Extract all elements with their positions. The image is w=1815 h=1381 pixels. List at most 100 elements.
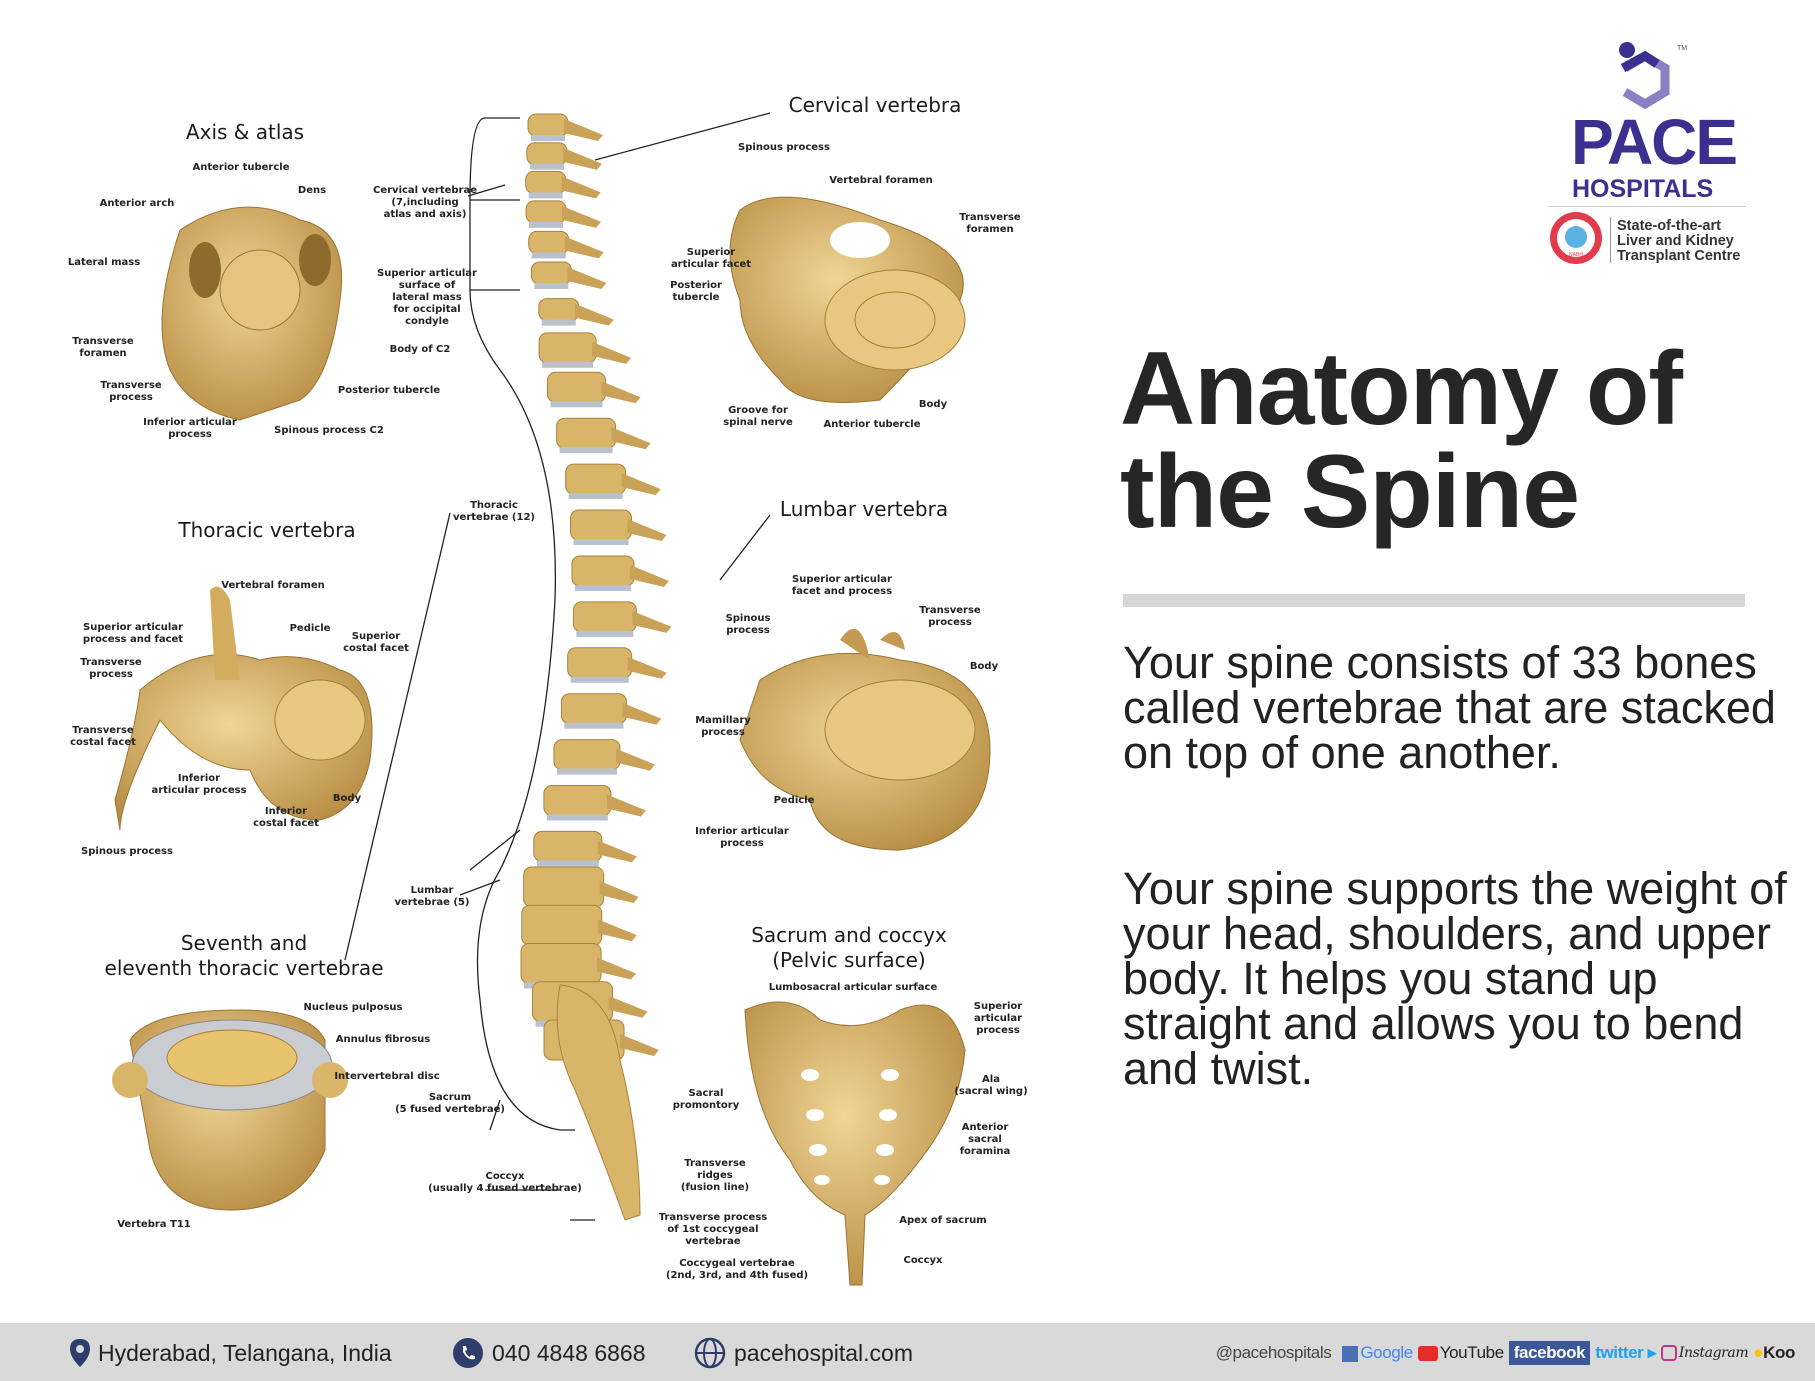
label-axis: Posterior tubercle: [337, 385, 441, 396]
footer-website[interactable]: pacehospital.com: [694, 1337, 913, 1369]
label-thoracic: Body: [332, 793, 362, 804]
intervertebral-disc: [559, 447, 613, 454]
title-sacrum-coccyx: Sacrum and coccyx (Pelvic surface): [751, 923, 947, 972]
vertebra: [547, 371, 607, 403]
label-axis: Anterior arch: [99, 198, 175, 209]
vertebra: [520, 942, 602, 984]
vertebra: [533, 830, 603, 862]
label-cervical: Superior articular facet: [670, 247, 752, 270]
label-lumbar: Inferior articular process: [695, 826, 789, 849]
title-line-1: Anatomy of: [1120, 331, 1683, 447]
label-axis: Transverse foramen: [72, 336, 134, 359]
logo-divider: [1548, 206, 1746, 207]
label-lumbar: Superior articular facet and process: [791, 574, 893, 597]
vertebra: [572, 601, 637, 633]
footer-phone[interactable]: 040 4848 6868: [452, 1337, 646, 1369]
logo-tagline: State-of-the-art Liver and Kidney Transp…: [1617, 218, 1741, 264]
label-disc: Intervertebral disc: [334, 1071, 440, 1082]
spinous-process: [632, 610, 672, 633]
spinous-process: [627, 519, 667, 542]
title-divider: [1123, 594, 1745, 607]
spinous-process: [627, 656, 667, 679]
label-axis: Lateral mass: [67, 257, 141, 268]
label-axis: Cervical vertebrae (7,including atlas an…: [373, 185, 477, 220]
label-axis: Dens: [297, 185, 327, 196]
vertebra: [543, 785, 612, 817]
youtube-link[interactable]: YouTube: [1417, 1342, 1504, 1364]
phone-icon: [453, 1338, 483, 1368]
label-disc: Nucleus pulposus: [303, 1002, 403, 1013]
label-lumbar: Mamillary process: [695, 715, 751, 738]
vertebra: [525, 200, 567, 224]
spinous-process: [562, 147, 602, 170]
vertebra: [530, 261, 572, 285]
label-sacrum: Transverse process of 1st coccygeal vert…: [658, 1212, 768, 1247]
instagram-link[interactable]: Instagram: [1660, 1342, 1749, 1364]
intervertebral-disc: [542, 361, 594, 368]
koo-label: Koo: [1763, 1343, 1795, 1362]
vertebra: [571, 555, 635, 587]
label-axis: Body of C2: [389, 344, 451, 355]
label-axis: Superior articular surface of lateral ma…: [377, 268, 477, 327]
vertebra: [538, 298, 580, 322]
google-business-icon: [1342, 1345, 1359, 1362]
label-disc: Coccyx (usually 4 fused vertebrae): [428, 1171, 582, 1194]
pace-logo-icon: TM: [1619, 42, 1687, 110]
label-thoracic: Inferior articular process: [151, 773, 247, 796]
vertebra: [525, 170, 567, 194]
facebook-link[interactable]: facebook: [1508, 1341, 1591, 1365]
twitter-link[interactable]: twitter ▸: [1595, 1342, 1656, 1364]
globe-icon: [694, 1337, 726, 1369]
label-sacrum: Anterior sacral foramina: [959, 1122, 1011, 1157]
label-axis: Inferior articular process: [143, 417, 237, 440]
phone-text: 040 4848 6868: [492, 1340, 646, 1366]
label-axis: Spinous process C2: [274, 425, 384, 436]
label-cervical: Body: [918, 399, 948, 410]
label-cervical: Transverse foramen: [959, 212, 1021, 235]
vertebra: [526, 142, 568, 166]
intervertebral-disc: [534, 283, 569, 290]
sacrum: [556, 984, 641, 1221]
label-thoracic: Thoracic vertebrae (12): [453, 500, 535, 523]
label-disc: Annulus fibrosus: [335, 1034, 431, 1045]
axis-atlas-drawing: [161, 206, 343, 421]
vertebra: [565, 463, 627, 495]
label-axis: Anterior tubercle: [192, 162, 290, 173]
spinous-process: [601, 381, 641, 404]
intervertebral-disc: [576, 630, 634, 637]
google-link[interactable]: Google: [1342, 1342, 1413, 1364]
label-sacrum: Coccygeal vertebrae (2nd, 3rd, and 4th f…: [665, 1258, 809, 1281]
intervertebral-disc: [531, 135, 565, 141]
label-cervical: Spinous process: [738, 142, 830, 153]
spinous-process: [597, 957, 637, 980]
title-axis-atlas: Axis & atlas: [185, 120, 305, 144]
youtube-icon: [1417, 1346, 1438, 1362]
twitter-label: twitter: [1595, 1343, 1644, 1362]
spinous-process: [611, 427, 651, 450]
intervertebral-disc: [550, 401, 603, 408]
koo-icon: ●: [1753, 1343, 1764, 1362]
intervertebral-disc: [531, 252, 566, 259]
label-disc: Vertebra T11: [117, 1219, 191, 1230]
paragraph-vertebrae: Your spine consists of 33 bones called v…: [1123, 637, 1776, 778]
instagram-icon: [1660, 1345, 1677, 1361]
label-lumbar: Body: [969, 661, 999, 672]
label-sacrum: Lumbosacral articular surface: [768, 982, 938, 993]
spinous-process: [562, 205, 602, 228]
paragraph-support: Your spine supports the weight of your h…: [1123, 863, 1787, 1094]
label-lumbar: Lumbar vertebrae (5): [394, 885, 470, 908]
nabh-text: NABH: [1569, 252, 1583, 258]
footer: Hyderabad, Telangana, India 040 4848 686…: [0, 1323, 1815, 1381]
spinous-process: [629, 564, 669, 587]
koo-link[interactable]: ●Koo: [1753, 1342, 1795, 1364]
footer-location: Hyderabad, Telangana, India: [68, 1337, 392, 1369]
social-handle: @pacehospitals: [1215, 1343, 1332, 1362]
label-axis: Transverse process: [100, 380, 162, 403]
spinous-process: [597, 919, 637, 942]
title-line-2: the Spine: [1120, 434, 1580, 550]
nabh-badge-icon: NABH: [1550, 212, 1602, 264]
spinous-process: [564, 236, 604, 259]
label-sacrum: Apex of sacrum: [899, 1215, 987, 1226]
label-thoracic: Pedicle: [289, 623, 331, 634]
